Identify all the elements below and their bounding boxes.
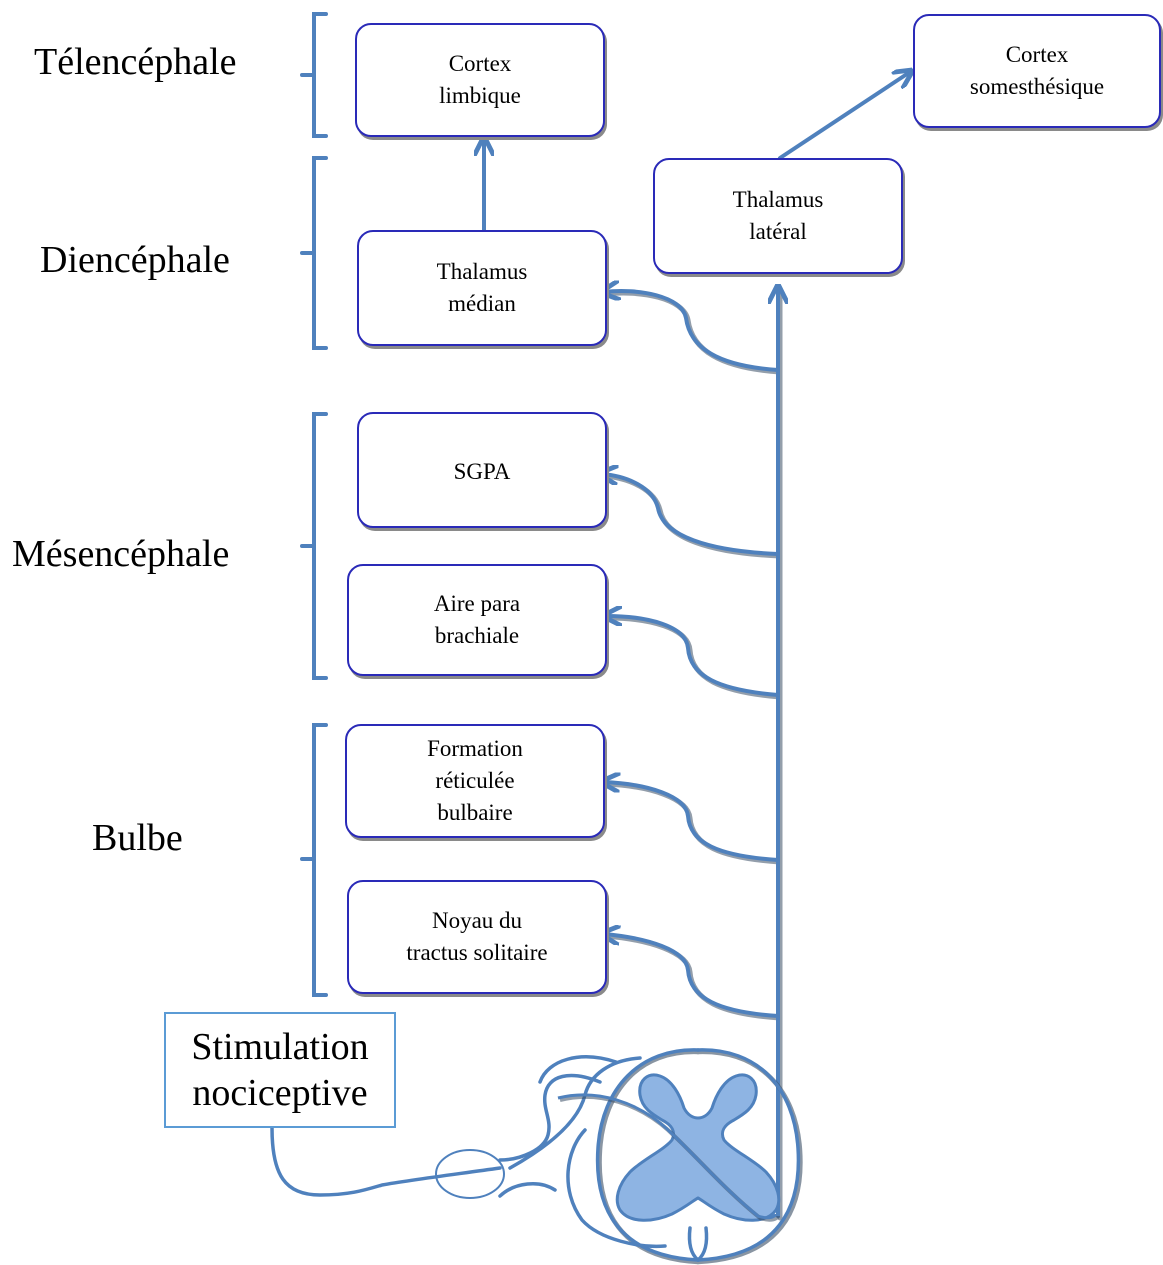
stimulus-label-line: Stimulation bbox=[191, 1026, 369, 1068]
node-label-line: brachiale bbox=[434, 623, 520, 648]
node-label-line: somesthésique bbox=[969, 74, 1105, 99]
bracket-bulbe bbox=[300, 723, 328, 997]
stimulus-label-line: nociceptive bbox=[192, 1072, 368, 1114]
node-label-line: limbique bbox=[439, 83, 521, 108]
spinal-cord-section bbox=[270, 1048, 803, 1265]
node-label-line: Cortex bbox=[1005, 42, 1069, 67]
node-cortex-limbique: Cortex limbique bbox=[355, 23, 605, 137]
node-noyau-tractus-solitaire: Noyau du tractus solitaire bbox=[347, 880, 607, 994]
region-label-telencephale: Télencéphale bbox=[34, 41, 237, 83]
arrow-to-sgpa bbox=[602, 474, 780, 556]
arrow-to-thalamus-median bbox=[604, 291, 780, 372]
node-label-line: latéral bbox=[749, 219, 807, 244]
arrow-thalamus-lateral-to-cortex-somesthesique bbox=[778, 72, 910, 160]
node-aire-para-brachiale: Aire para brachiale bbox=[347, 564, 607, 676]
node-label-line: Thalamus bbox=[732, 187, 824, 212]
node-formation-reticulee-bulbaire: Formation réticulée bulbaire bbox=[345, 724, 605, 838]
region-label-diencephale: Diencéphale bbox=[40, 239, 230, 281]
node-sgpa: SGPA bbox=[357, 412, 607, 528]
dorsal-root-ganglion bbox=[435, 1149, 505, 1199]
bracket-telencephale bbox=[300, 12, 328, 138]
node-cortex-somesthesique: Cortex somesthésique bbox=[913, 14, 1161, 128]
node-label-line: Aire para bbox=[433, 591, 521, 616]
node-label-line: Thalamus bbox=[436, 259, 528, 284]
arrow-to-formation-reticulee bbox=[604, 782, 780, 862]
region-label-bulbe: Bulbe bbox=[92, 817, 183, 859]
node-label-line: Noyau du bbox=[431, 908, 523, 933]
stimulus-box: Stimulation nociceptive bbox=[164, 1012, 396, 1128]
node-thalamus-median: Thalamus médian bbox=[357, 230, 607, 346]
node-label-line: médian bbox=[448, 291, 516, 316]
node-thalamus-lateral: Thalamus latéral bbox=[653, 158, 903, 274]
node-label-line: tractus solitaire bbox=[406, 940, 548, 965]
node-label-line: réticulée bbox=[435, 768, 515, 793]
node-label-line: Cortex bbox=[448, 51, 512, 76]
node-label-line: bulbaire bbox=[437, 800, 513, 825]
bracket-diencephale bbox=[300, 156, 328, 350]
gray-matter bbox=[615, 1073, 781, 1222]
bracket-mesencephale bbox=[300, 412, 328, 680]
node-label-line: Formation bbox=[427, 736, 523, 761]
node-label-line: SGPA bbox=[453, 459, 511, 484]
arrow-to-aire-para-brachiale bbox=[606, 616, 780, 697]
region-label-mesencephale: Mésencéphale bbox=[12, 533, 230, 575]
arrow-to-noyau-tractus bbox=[604, 934, 780, 1018]
